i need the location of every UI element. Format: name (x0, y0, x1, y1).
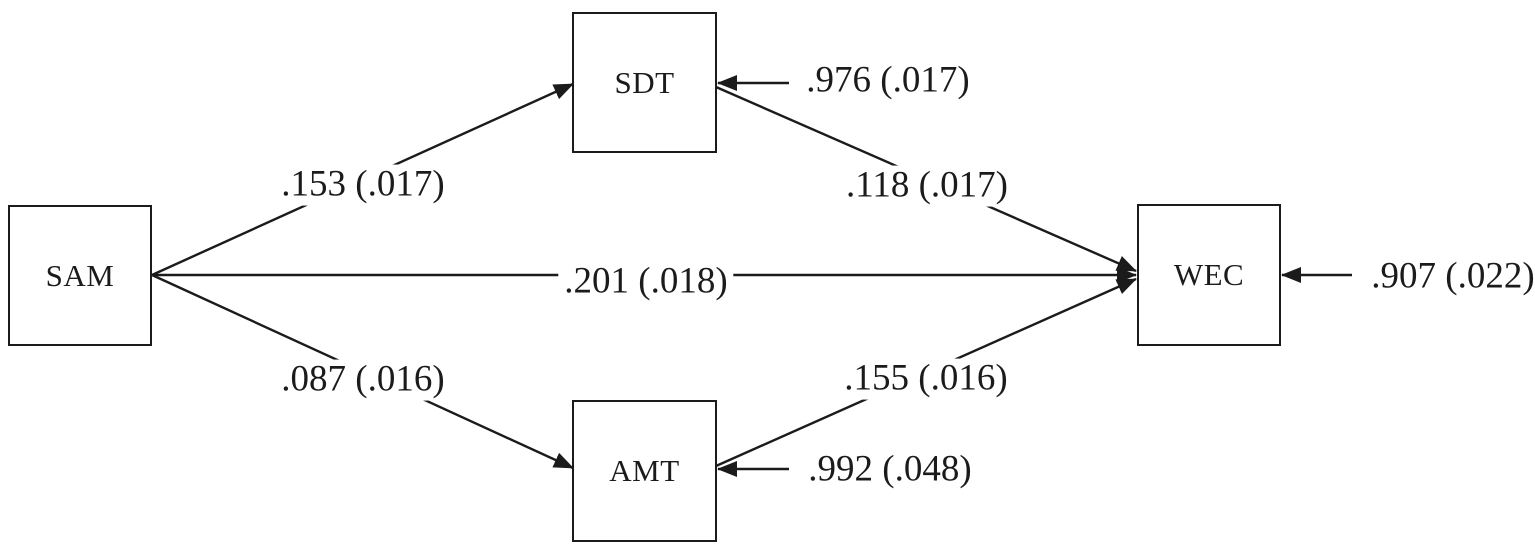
edge-label-amt-wec: .155 (.016) (838, 358, 1014, 400)
edge-label-sdt-wec: .118 (.017) (839, 165, 1015, 207)
node-sam-label: SAM (45, 257, 115, 293)
node-sdt-label: SDT (614, 64, 675, 100)
edge-label-sam-amt: .087 (.016) (275, 359, 451, 401)
node-wec-label: WEC (1173, 257, 1245, 292)
node-sam: SAM (8, 205, 152, 346)
node-amt: AMT (572, 400, 717, 542)
error-label-sdt: .976 (.017) (800, 60, 976, 102)
error-label-wec: .907 (.022) (1365, 256, 1535, 298)
edge-label-sam-wec: .201 (.018) (558, 261, 734, 303)
error-label-amt: .992 (.048) (802, 449, 978, 491)
edge-label-sam-sdt: .153 (.017) (275, 164, 451, 206)
node-wec: WEC (1137, 204, 1281, 346)
node-amt-label: AMT (609, 453, 680, 488)
node-sdt: SDT (572, 12, 717, 153)
